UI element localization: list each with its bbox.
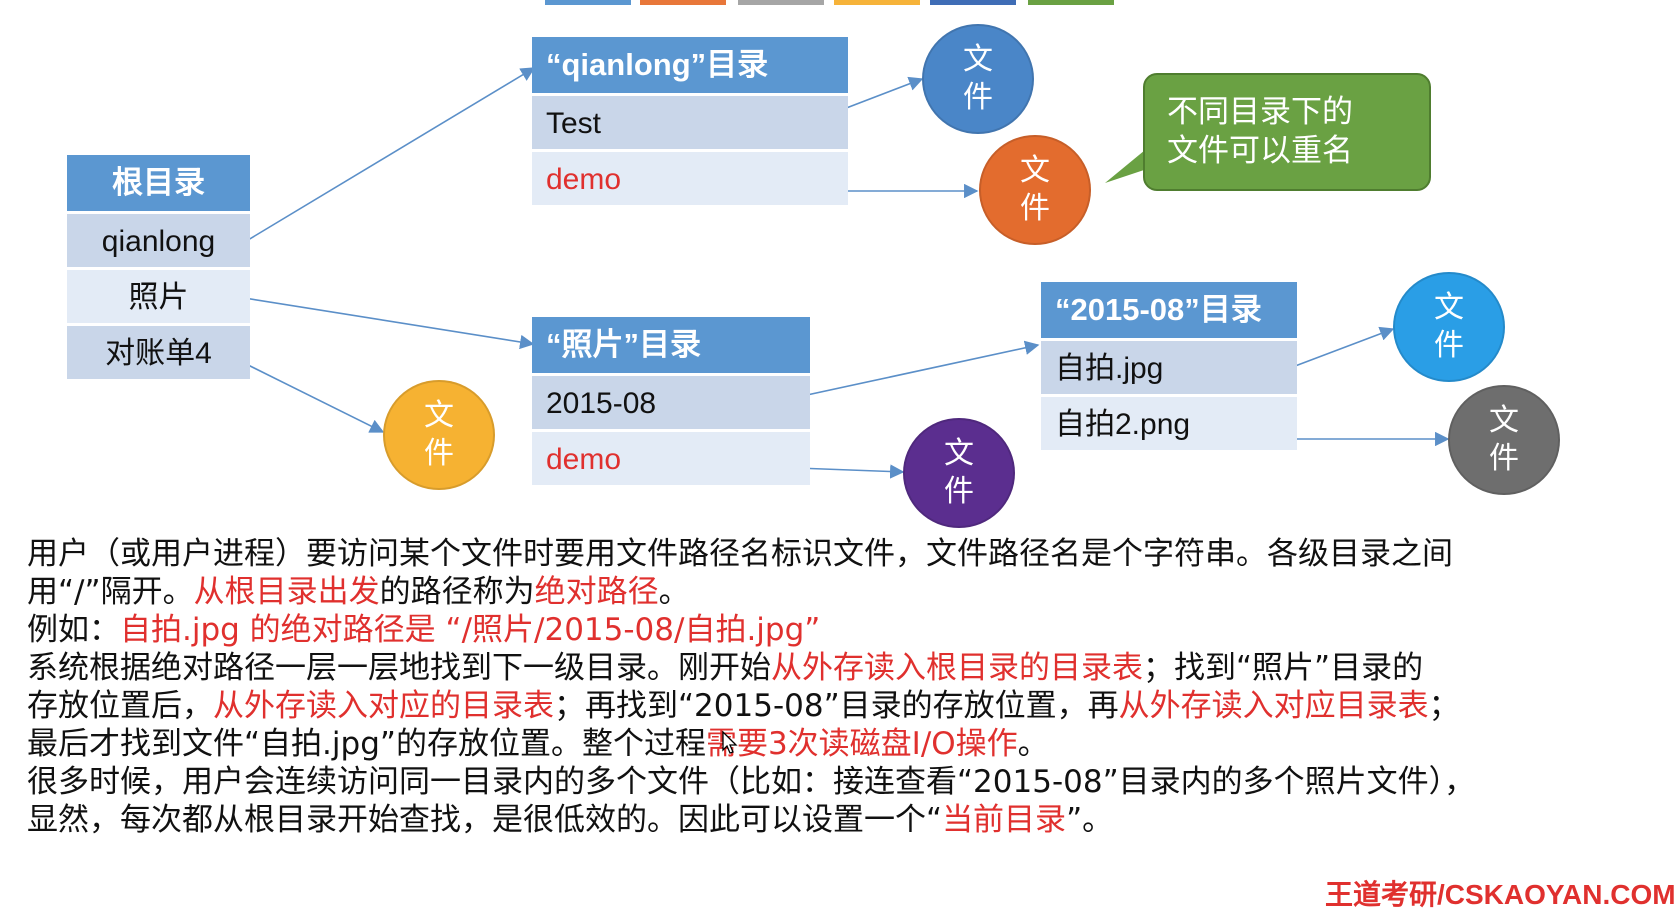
table-header: “照片”目录 <box>532 317 810 373</box>
highlight-text: 从外存读入对应目录表 <box>1118 688 1429 724</box>
highlight-text: 从外存读入根目录的目录表 <box>771 650 1143 686</box>
text-segment: 很多时候，用户会连续访问同一目录内的多个文件（比如：接连查看“2015-08”目… <box>27 764 1476 800</box>
highlight-text: 需要3次读磁盘I/O操作 <box>705 726 1018 762</box>
text-segment: 。 <box>658 574 690 610</box>
text-segment: 系统根据绝对路径一层一层地找到下一级目录。刚开始 <box>27 650 771 686</box>
watermark: 王道考研/CSKAOYAN.COM <box>1325 879 1676 910</box>
highlight-text: 绝对路径 <box>534 574 659 610</box>
top-color-bar <box>0 0 1679 6</box>
file-circle-blue: 文件 <box>922 24 1034 134</box>
table-header: 根目录 <box>67 155 250 211</box>
text-line: 最后才找到文件“自拍.jpg”的存放位置。整个过程需要3次读磁盘I/O操作。 <box>27 725 1667 763</box>
top-bar-segment-5 <box>930 0 1016 5</box>
file-label: 文件 <box>424 398 454 471</box>
photos-directory-table: “照片”目录 2015-08 demo <box>532 317 810 485</box>
text-line: 很多时候，用户会连续访问同一目录内的多个文件（比如：接连查看“2015-08”目… <box>27 763 1667 801</box>
arrow-photos-to-dir <box>231 295 535 350</box>
file-circle-gray: 文件 <box>1448 385 1560 495</box>
text-segment: 的路径称为 <box>379 574 535 610</box>
explanation-text: 用户（或用户进程）要访问某个文件时要用文件路径名标识文件，文件路径名是个字符串。… <box>27 535 1667 839</box>
text-line: 存放位置后，从外存读入对应的目录表；再找到“2015-08”目录的存放位置，再从… <box>27 687 1667 725</box>
highlight-text: 从根目录出发 <box>193 574 380 610</box>
callout-note: 不同目录下的 文件可以重名 <box>1143 73 1431 191</box>
top-bar-segment-1 <box>545 0 631 5</box>
table-header: “qianlong”目录 <box>532 37 848 93</box>
top-bar-segment-6 <box>1028 0 1114 5</box>
text-segment: ； <box>1428 688 1460 724</box>
highlight-text: 自拍.jpg 的绝对路径是 “/照片/2015-08/自拍.jpg” <box>120 612 821 648</box>
text-segment: ”。 <box>1066 802 1114 838</box>
table-header: “2015-08”目录 <box>1041 282 1297 338</box>
file-label: 文件 <box>1489 403 1519 476</box>
table-row: 对账单4 <box>67 323 250 379</box>
text-segment: ；找到“照片”目录的 <box>1143 650 1424 686</box>
text-line: 用“/”隔开。从根目录出发的路径称为绝对路径。 <box>27 573 1667 611</box>
text-segment: 。 <box>1017 726 1049 762</box>
file-label: 文件 <box>963 42 993 115</box>
arrow-statement-to-file <box>237 359 385 433</box>
table-row: demo <box>532 429 810 485</box>
text-segment: 例如： <box>27 612 120 648</box>
table-row: qianlong <box>67 211 250 267</box>
text-segment: 最后才找到文件“自拍.jpg”的存放位置。整个过程 <box>27 726 706 762</box>
table-row: 自拍2.png <box>1041 394 1297 450</box>
arrow-qianlong-to-dir <box>237 67 536 247</box>
file-circle-light-blue: 文件 <box>1393 272 1505 382</box>
text-line: 显然，每次都从根目录开始查找，是很低效的。因此可以设置一个“当前目录”。 <box>27 801 1667 839</box>
table-row: 2015-08 <box>532 373 810 429</box>
text-line: 例如：自拍.jpg 的绝对路径是 “/照片/2015-08/自拍.jpg” <box>27 611 1667 649</box>
file-label: 文件 <box>1434 290 1464 363</box>
highlight-text: 当前目录 <box>942 802 1067 838</box>
file-label: 文件 <box>944 436 974 509</box>
top-bar-segment-2 <box>640 0 726 5</box>
top-bar-segment-3 <box>738 0 824 5</box>
table-row: 照片 <box>67 267 250 323</box>
mouse-cursor-icon <box>722 731 738 754</box>
text-segment: 显然，每次都从根目录开始查找，是很低效的。因此可以设置一个“ <box>27 802 943 838</box>
table-row: demo <box>532 149 848 205</box>
table-row: 自拍.jpg <box>1041 338 1297 394</box>
y2015-directory-table: “2015-08”目录 自拍.jpg 自拍2.png <box>1041 282 1297 450</box>
file-circle-orange: 文件 <box>979 135 1091 245</box>
note-line-2: 文件可以重名 <box>1167 133 1353 168</box>
qianlong-directory-table: “qianlong”目录 Test demo <box>532 37 848 205</box>
text-segment: 用户（或用户进程）要访问某个文件时要用文件路径名标识文件，文件路径名是个字符串。… <box>27 536 1453 572</box>
root-directory-table: 根目录 qianlong 照片 对账单4 <box>67 155 250 379</box>
text-line: 用户（或用户进程）要访问某个文件时要用文件路径名标识文件，文件路径名是个字符串。… <box>27 535 1667 573</box>
file-label: 文件 <box>1020 153 1050 226</box>
text-segment: 存放位置后， <box>27 688 213 724</box>
text-line: 系统根据绝对路径一层一层地找到下一级目录。刚开始从外存读入根目录的目录表；找到“… <box>27 649 1667 687</box>
file-circle-purple: 文件 <box>903 418 1015 528</box>
highlight-text: 从外存读入对应的目录表 <box>213 688 554 724</box>
text-segment: 用“/”隔开。 <box>27 574 194 610</box>
arrow-201508-to-dir <box>769 340 1040 404</box>
top-bar-segment-4 <box>834 0 920 5</box>
note-line-1: 不同目录下的 <box>1167 94 1353 129</box>
file-circle-yellow: 文件 <box>383 380 495 490</box>
text-segment: ；再找到“2015-08”目录的存放位置，再 <box>554 688 1119 724</box>
table-row: Test <box>532 93 848 149</box>
